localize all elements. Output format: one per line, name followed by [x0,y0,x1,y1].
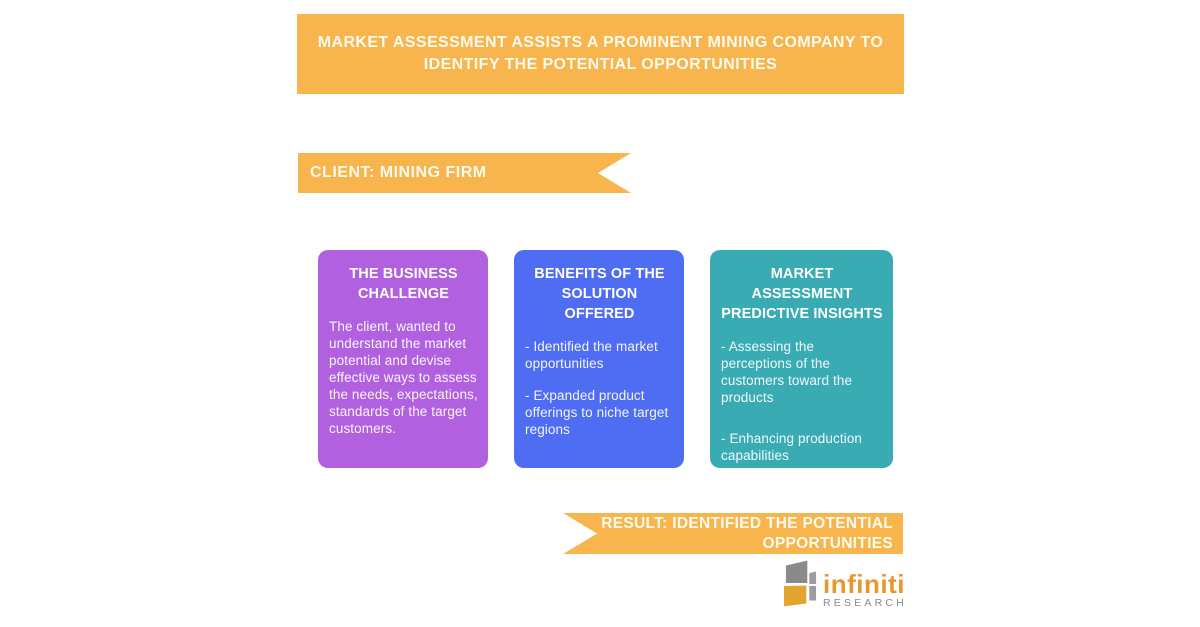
infiniti-window-icon [783,560,817,607]
result-ribbon-line-1: RESULT: IDENTIFIED THE POTENTIAL [601,515,893,532]
result-ribbon: RESULT: IDENTIFIED THE POTENTIAL OPPORTU… [563,513,903,554]
infiniti-research-logo: infiniti RESEARCH [783,560,907,609]
card-predictive-insights: MARKET ASSESSMENT PREDICTIVE INSIGHTS - … [710,250,893,468]
page-title-line-2: IDENTIFY THE POTENTIAL OPPORTUNITIES [423,56,778,73]
card-benefits-bullet-1: - Identified the market opportunities [525,339,658,371]
card-business-challenge-title: THE BUSINESS CHALLENGE [349,266,458,302]
result-ribbon-line-2: OPPORTUNITIES [762,535,893,552]
page-title-line-1: MARKET ASSESSMENT ASSISTS A PROMINENT MI… [317,34,884,51]
logo-subtext: RESEARCH [823,597,907,609]
card-benefits-solution-title: BENEFITS OF THE SOLUTION OFFERED [534,266,665,322]
card-benefits-solution: BENEFITS OF THE SOLUTION OFFERED - Ident… [514,250,684,468]
client-ribbon: CLIENT: MINING FIRM [298,153,631,193]
card-insights-bullet-2: - Enhancing production capabilities [721,431,863,463]
card-business-challenge: THE BUSINESS CHALLENGE The client, wante… [318,250,488,468]
title-banner: MARKET ASSESSMENT ASSISTS A PROMINENT MI… [297,14,904,94]
card-benefits-bullet-2: - Expanded product offerings to niche ta… [525,388,669,437]
card-predictive-insights-title: MARKET ASSESSMENT PREDICTIVE INSIGHTS [721,266,883,322]
client-ribbon-label: CLIENT: MINING FIRM [310,164,487,181]
card-insights-bullet-1: - Assessing the perceptions of the custo… [721,339,853,405]
card-business-challenge-paragraph: The client, wanted to understand the mar… [329,319,478,436]
logo-text-block: infiniti RESEARCH [823,569,907,609]
logo-wordmark: infiniti [823,569,905,599]
